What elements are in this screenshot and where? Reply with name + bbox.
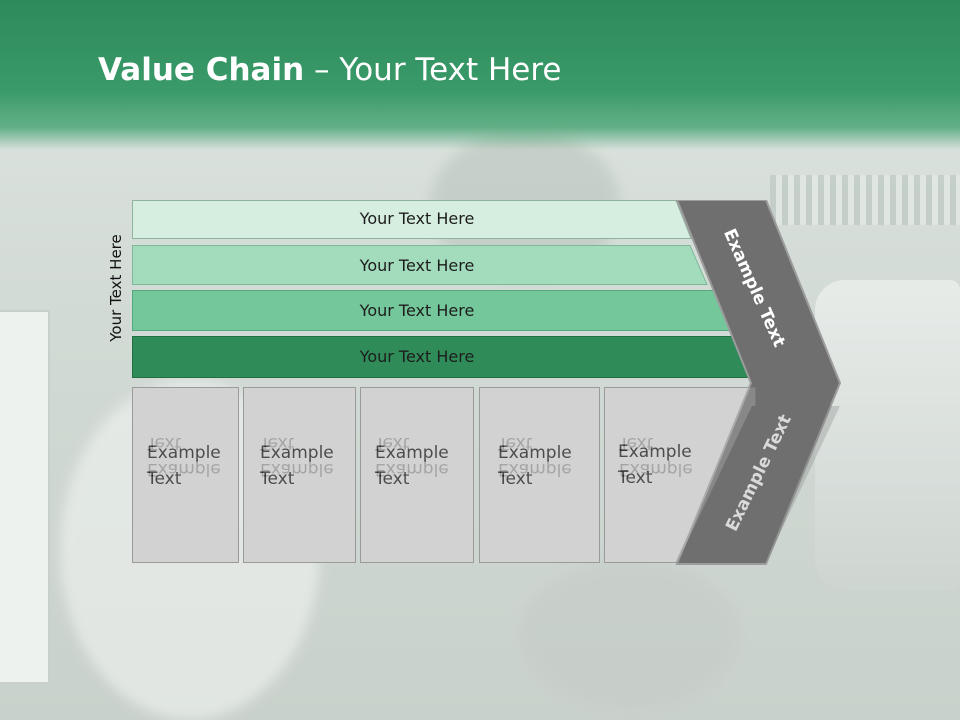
slide-title-bold: Value Chain: [98, 52, 305, 88]
band-2-label: Your Text Here: [359, 256, 475, 275]
box-4-line2: Text: [498, 469, 533, 489]
side-label-text: Your Text Here: [107, 234, 125, 342]
box-3-line2: Text: [375, 469, 410, 489]
box-1-line1: Example: [147, 443, 221, 463]
header-bar: Value Chain – Your Text Here: [0, 0, 960, 150]
band-1-fill: [132, 200, 692, 239]
box-5-fill: [604, 387, 756, 563]
band-1-label: Your Text Here: [359, 209, 475, 228]
box-5-line2: Text: [618, 468, 653, 488]
slide-title: Value Chain – Your Text Here: [98, 52, 561, 88]
band-1-shape: [132, 200, 692, 239]
box-4-line1: Example: [498, 443, 572, 463]
band-2-fill: [132, 245, 708, 285]
box-2-line2: Text: [260, 469, 295, 489]
band-4-label: Your Text Here: [359, 347, 475, 366]
box-5-line1: Example: [618, 442, 692, 462]
band-3-label: Your Text Here: [359, 301, 475, 320]
value-chain-chevron: Example Text Example Text: [674, 199, 844, 574]
background-microscope: [815, 280, 960, 590]
box-5-shape: [604, 387, 756, 563]
slide-title-rest: – Your Text Here: [304, 52, 562, 88]
background-monitor: [0, 310, 50, 684]
box-1-line2: Text: [147, 469, 182, 489]
background-desk: [520, 560, 740, 710]
box-2-line1: Example: [260, 443, 334, 463]
chevron-fill: [675, 199, 842, 565]
background-shelf: [770, 175, 960, 225]
chevron-shape: [675, 199, 842, 565]
band-2-shape: [132, 245, 708, 285]
box-3-line1: Example: [375, 443, 449, 463]
